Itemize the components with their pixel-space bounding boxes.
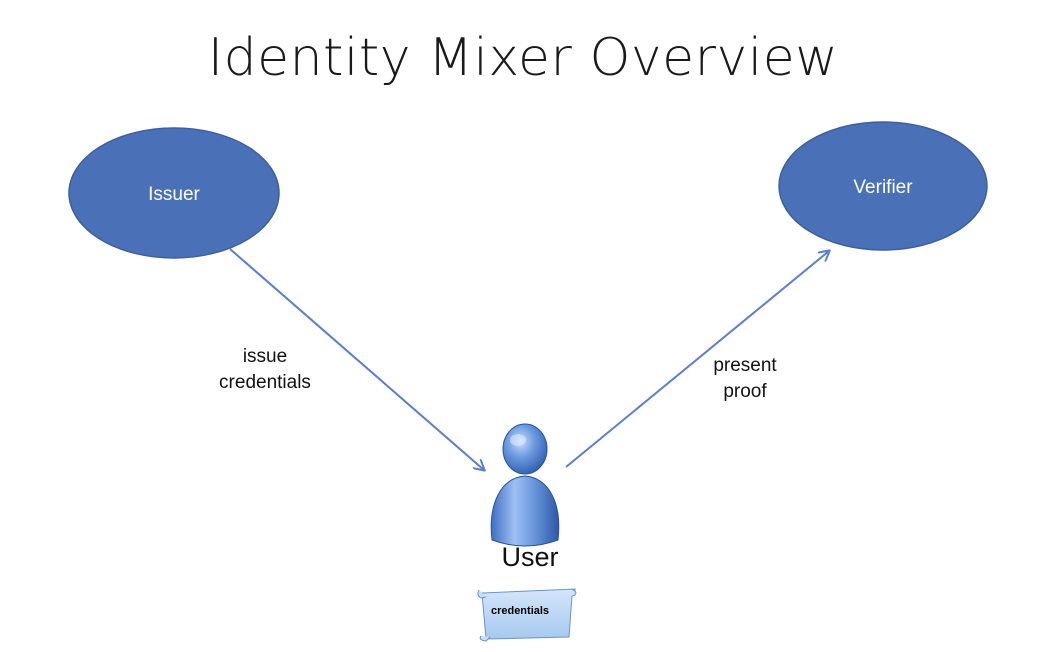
credentials-document: credentials — [477, 588, 577, 642]
present-proof-arrow — [565, 251, 829, 468]
present-label-line-2: proof — [723, 381, 767, 402]
present-proof-label: present proof — [690, 353, 800, 405]
user-label: User — [501, 542, 559, 572]
issue-label-line-2: credentials — [219, 372, 311, 393]
credentials-document-label: credentials — [491, 605, 549, 617]
verifier-node: Verifier — [778, 121, 988, 251]
present-label-line-1: present — [713, 355, 777, 376]
issuer-label: Issuer — [148, 184, 200, 205]
issue-credentials-arrow — [229, 248, 484, 470]
issuer-node: Issuer — [68, 127, 280, 259]
issue-label-line-1: issue — [242, 346, 288, 367]
slide-title: Identity Mixer Overview — [207, 28, 839, 88]
verifier-label: Verifier — [853, 177, 913, 198]
user-icon — [490, 423, 560, 547]
issue-credentials-label: issue credentials — [200, 344, 330, 396]
